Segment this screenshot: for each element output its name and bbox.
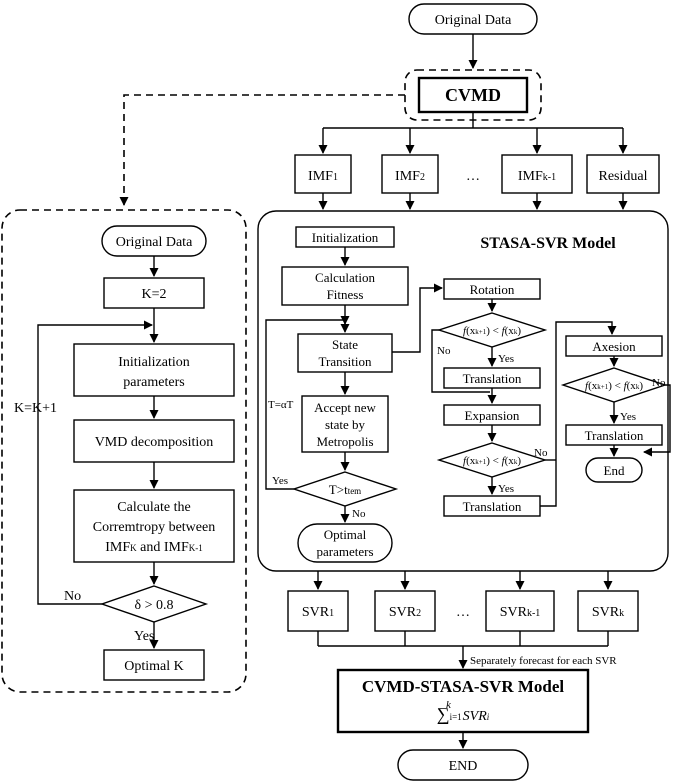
expansion-no-label: No xyxy=(534,447,548,459)
axesion-yes-label: Yes xyxy=(620,411,636,423)
expansion-label: Expansion xyxy=(465,408,520,423)
stasa-title: STASA-SVR Model xyxy=(480,235,616,252)
end-label: END xyxy=(449,759,478,774)
axesion-no-path xyxy=(643,384,671,457)
vmd-box xyxy=(73,419,235,463)
translation2-label: Translation xyxy=(463,499,522,514)
state-transition-line2: Transition xyxy=(319,354,372,369)
left-yes-label: Yes xyxy=(134,629,154,644)
svr-ellipsis: … xyxy=(456,605,470,620)
stasa-yes-label: Yes xyxy=(272,475,288,487)
left-original-data-label: Original Data xyxy=(116,235,193,250)
stasa-no-label: No xyxy=(352,508,366,520)
residual-label: Residual xyxy=(599,169,648,184)
final-model-formula-upper: k xyxy=(446,699,452,711)
fitness-line1: Calculation xyxy=(315,270,375,285)
metropolis-box xyxy=(301,395,389,453)
fitness-line2: Fitness xyxy=(327,287,364,302)
optimal-parameters-terminal xyxy=(297,523,393,563)
init-params-line2: parameters xyxy=(123,375,184,390)
axesion-condition: f(xk+1) < f(xk) xyxy=(585,380,643,392)
imf1-box xyxy=(294,154,352,194)
fitness-box xyxy=(281,266,409,306)
correntropy-line3: IMFK and IMFK-1 xyxy=(105,540,203,555)
delta-decision-label: δ > 0.8 xyxy=(135,598,174,613)
init-params-box xyxy=(73,343,235,397)
forecast-note: Separately forecast for each SVR xyxy=(470,655,617,667)
imfk-1-label: IMFk-1 xyxy=(518,169,556,184)
k-loop-label: K=K+1 xyxy=(14,401,57,416)
stasa-end-label: End xyxy=(604,463,625,478)
imf-ellipsis: … xyxy=(466,169,480,184)
state-to-rotation-path xyxy=(392,283,443,353)
rotation-label: Rotation xyxy=(470,282,515,297)
vmd-label: VMD decomposition xyxy=(95,435,214,450)
correntropy-box xyxy=(73,489,235,563)
left-no-label: No xyxy=(64,589,81,604)
imfk-1-box xyxy=(501,154,573,194)
imf1-label: IMF1 xyxy=(308,169,338,184)
expansion-yes-label: Yes xyxy=(498,483,514,495)
end-terminal xyxy=(397,749,529,781)
axesion-label: Axesion xyxy=(592,339,636,354)
correntropy-line1: Calculate the xyxy=(117,500,190,515)
final-model-title: CVMD-STASA-SVR Model xyxy=(362,677,565,696)
original-data-label: Original Data xyxy=(435,13,512,28)
cvmd-dashed-link xyxy=(119,94,405,206)
optimal-parameters-line2: parameters xyxy=(316,544,373,559)
temperature-loop-path xyxy=(265,319,345,490)
imf2-label: IMF2 xyxy=(395,169,425,184)
final-model-box xyxy=(336,668,590,734)
metropolis-line2: state by xyxy=(325,417,366,432)
correntropy-line2: Corremtropy between xyxy=(93,520,215,535)
rotation-condition: f(xk+1) < f(xk) xyxy=(463,325,521,337)
k-loop-path xyxy=(37,320,153,605)
init-params-line1: Initialization xyxy=(118,355,190,370)
k-init-label: K=2 xyxy=(141,287,166,302)
temperature-decision-label: T>ttem xyxy=(329,482,361,497)
t-update-label: T=αT xyxy=(268,399,294,411)
left-dashed-panel xyxy=(1,209,247,693)
optimal-k-box xyxy=(103,649,205,681)
optimal-k-label: Optimal K xyxy=(124,659,184,674)
state-transition-line1: State xyxy=(332,337,358,352)
residual-box xyxy=(586,154,660,194)
svr1-box xyxy=(287,590,349,632)
svr2-label: SVR2 xyxy=(389,605,421,620)
rotation-yes-label: Yes xyxy=(498,353,514,365)
rotation-no-label: No xyxy=(437,345,451,357)
metropolis-line3: Metropolis xyxy=(316,434,373,449)
cvmd-label: CVMD xyxy=(445,85,501,105)
axesion-no-label: No xyxy=(652,377,666,389)
svrk-box xyxy=(577,590,639,632)
final-model-formula: ∑i=1SVRi xyxy=(437,704,490,724)
svr1-label: SVR1 xyxy=(302,605,334,620)
translation1-label: Translation xyxy=(463,371,522,386)
rotation-no-path xyxy=(431,329,490,393)
initialization-label: Initialization xyxy=(312,230,379,245)
translation3-label: Translation xyxy=(585,428,644,443)
metropolis-line1: Accept new xyxy=(314,400,376,415)
optimal-parameters-line1: Optimal xyxy=(324,527,367,542)
svrk-label: SVRk xyxy=(592,605,624,620)
translation-to-axesion-path xyxy=(540,321,617,507)
expansion-condition: f(xk+1) < f(xk) xyxy=(463,455,521,467)
stasa-end-terminal xyxy=(585,457,643,483)
svrk-1-box xyxy=(485,590,555,632)
svrk-1-label: SVRk-1 xyxy=(500,605,541,620)
